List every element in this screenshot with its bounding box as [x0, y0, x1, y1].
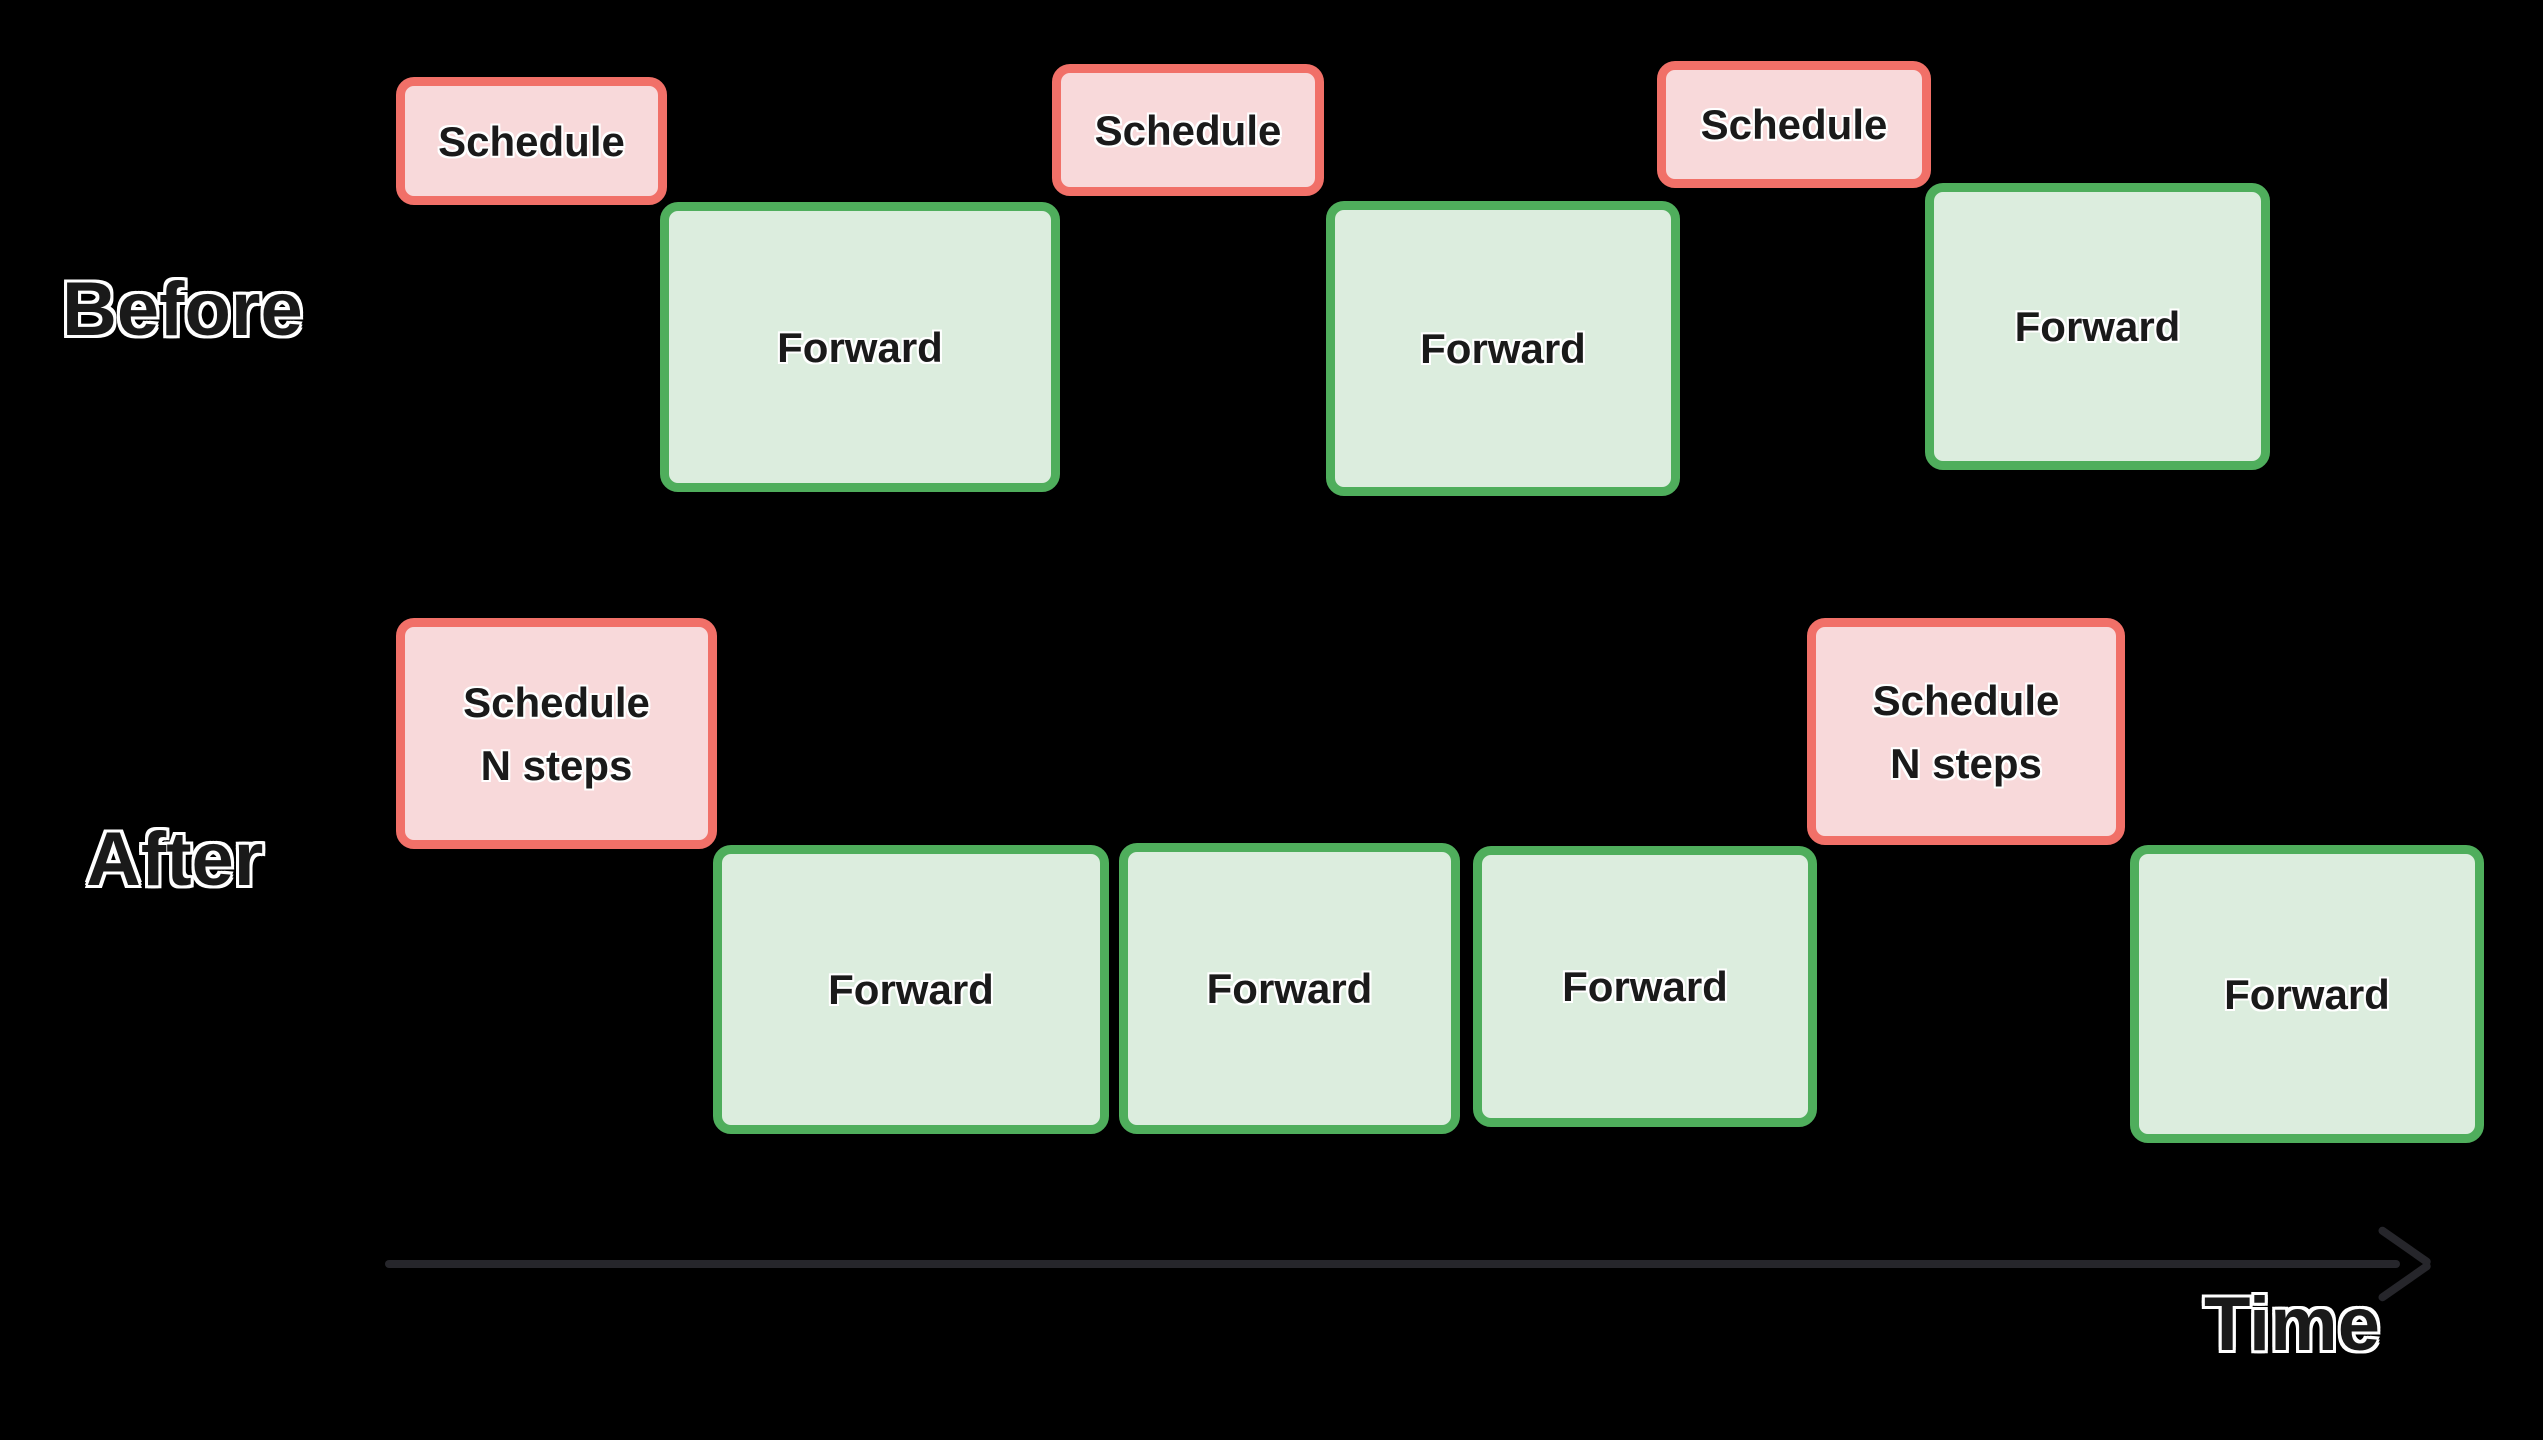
forward-box: Forward	[1326, 201, 1680, 496]
forward-box: Forward	[1119, 843, 1460, 1134]
before-row-label: Before	[62, 267, 303, 352]
forward-box: Forward	[1473, 846, 1817, 1127]
schedule-n-steps-box: Schedule N steps	[1807, 618, 2125, 845]
schedule-n-steps-box: Schedule N steps	[396, 618, 717, 849]
time-axis-label: Time	[2204, 1282, 2381, 1367]
forward-box: Forward	[660, 202, 1060, 492]
schedule-box: Schedule	[396, 77, 667, 205]
forward-box: Forward	[1925, 183, 2270, 470]
after-row-label: After	[86, 817, 264, 902]
time-axis-line	[385, 1260, 2400, 1268]
forward-box: Forward	[2130, 845, 2484, 1143]
time-axis-arrow	[385, 1225, 2433, 1303]
forward-box: Forward	[713, 845, 1109, 1134]
schedule-box: Schedule	[1052, 64, 1324, 196]
schedule-box: Schedule	[1657, 61, 1931, 188]
